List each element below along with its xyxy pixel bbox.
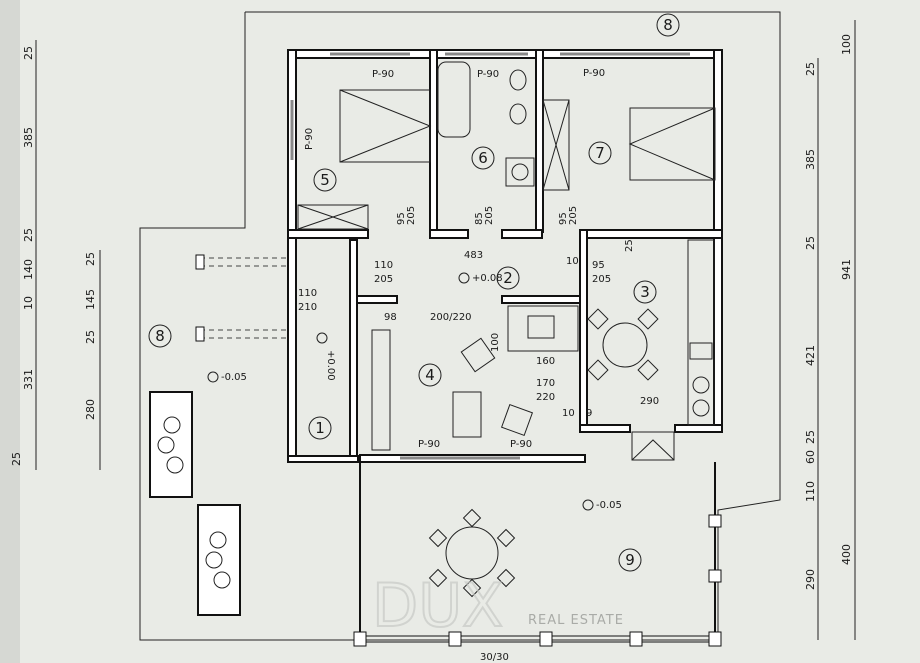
dimension-label: 421 bbox=[804, 345, 817, 366]
door-label: P-90 bbox=[477, 69, 499, 80]
door-labels: P-90 P-90 P-90 P-90 P-90 P-90 bbox=[304, 68, 605, 450]
bed-room-5 bbox=[339, 89, 432, 163]
dimension-label: 170 bbox=[536, 378, 555, 389]
door-label: P-90 bbox=[418, 439, 440, 450]
living-furniture bbox=[371, 329, 534, 451]
paper-shadow bbox=[0, 0, 20, 663]
dimension-label: 25 bbox=[804, 430, 817, 444]
terrace bbox=[353, 462, 722, 647]
dimension-label: 10 bbox=[566, 256, 579, 267]
door-label: P-90 bbox=[304, 128, 315, 150]
bathtub bbox=[437, 61, 471, 138]
dimension-label: 205 bbox=[374, 274, 393, 285]
dimension-label: 25 bbox=[804, 62, 817, 76]
room-1-label: 1 bbox=[315, 419, 325, 437]
dimension-label: 140 bbox=[22, 259, 35, 280]
dimension-label: 220 bbox=[536, 392, 555, 403]
dimension-label: 25 bbox=[84, 330, 97, 344]
watermark-logo: DUX bbox=[372, 571, 503, 641]
dimension-label: 95 bbox=[558, 212, 569, 225]
dimension-label: 210 bbox=[298, 302, 317, 313]
dimension-label: 145 bbox=[84, 289, 97, 310]
planter-1 bbox=[149, 391, 193, 498]
dimension-label: 25 bbox=[22, 228, 35, 242]
dimension-label: 160 bbox=[536, 356, 555, 367]
dimension-label: 205 bbox=[568, 206, 579, 225]
dimension-label: 98 bbox=[384, 312, 397, 323]
dimension-label: 400 bbox=[840, 544, 853, 565]
left-dimensions: 25 385 25 140 10 331 25 25 145 25 280 bbox=[10, 46, 97, 466]
toilet bbox=[509, 69, 527, 125]
dimension-label: 385 bbox=[804, 149, 817, 170]
dimension-label: 30/30 bbox=[480, 652, 509, 663]
dimension-label: 100 bbox=[490, 333, 501, 352]
dimension-label: 205 bbox=[592, 274, 611, 285]
dimension-label: 483 bbox=[464, 250, 483, 261]
room-8-label-top: 8 bbox=[663, 16, 673, 34]
planter-2 bbox=[197, 504, 241, 616]
room-7-label: 7 bbox=[595, 144, 605, 162]
right-dimensions: 25 385 25 421 25 60 110 290 100 941 400 bbox=[804, 34, 853, 590]
room-6-label: 6 bbox=[478, 149, 488, 167]
dimension-label: 385 bbox=[22, 127, 35, 148]
room-4-label: 4 bbox=[425, 366, 435, 384]
dimension-label: 110 bbox=[298, 288, 317, 299]
dimension-label: 200/220 bbox=[430, 312, 472, 323]
door-label: P-90 bbox=[583, 68, 605, 79]
dimension-label: 25 bbox=[22, 46, 35, 60]
dimension-label: 25 bbox=[84, 252, 97, 266]
dimension-label: 290 bbox=[640, 396, 659, 407]
pergola bbox=[195, 254, 290, 342]
dimension-label: 25 bbox=[804, 236, 817, 250]
dimension-label: 25 bbox=[10, 452, 23, 466]
dimension-label: 205 bbox=[406, 206, 417, 225]
room-labels: 1 2 3 4 5 6 7 8 8 9 bbox=[148, 13, 680, 572]
dimension-label: 85 bbox=[474, 212, 485, 225]
dimension-label: 280 bbox=[84, 399, 97, 420]
dimension-label: 205 bbox=[484, 206, 495, 225]
opening-dimensions: 95 205 85 205 95 205 483 110 205 110 210… bbox=[298, 206, 659, 663]
dimension-label: +0.08 bbox=[472, 273, 503, 284]
dimension-label: 331 bbox=[22, 369, 35, 390]
fireplace bbox=[507, 305, 579, 352]
door-label: P-90 bbox=[510, 439, 532, 450]
dimension-label: 100 bbox=[840, 34, 853, 55]
bed-room-7 bbox=[628, 107, 716, 181]
windows bbox=[290, 52, 690, 460]
wardrobe-room-7 bbox=[542, 99, 570, 191]
dimension-label: -0.05 bbox=[221, 372, 247, 383]
dimension-label: +0.00 bbox=[325, 350, 336, 381]
dimension-label: 290 bbox=[804, 569, 817, 590]
dimension-lines bbox=[35, 20, 856, 640]
wardrobe-room-5 bbox=[297, 204, 369, 230]
dimension-label: 110 bbox=[804, 481, 817, 502]
outdoor-dining-table bbox=[428, 508, 516, 598]
room-2-label: 2 bbox=[503, 269, 513, 287]
dimension-label: -0.05 bbox=[596, 500, 622, 511]
dimension-label: 95 bbox=[396, 212, 407, 225]
dimension-label: 9 bbox=[586, 408, 592, 419]
dimension-label: 941 bbox=[840, 259, 853, 280]
kitchen-counter bbox=[687, 239, 715, 426]
dimension-label: 10 bbox=[22, 296, 35, 310]
room-9-label: 9 bbox=[625, 551, 635, 569]
dimension-label: 25 bbox=[624, 239, 635, 252]
entrance-steps bbox=[631, 431, 675, 461]
sink bbox=[505, 157, 535, 187]
room-5-label: 5 bbox=[320, 171, 330, 189]
level-markers: +0.08 +0.00 -0.05 -0.05 bbox=[207, 272, 622, 511]
dimension-label: 110 bbox=[374, 260, 393, 271]
room-3-label: 3 bbox=[640, 283, 650, 301]
dimension-label: 10 bbox=[562, 408, 575, 419]
watermark-text: REAL ESTATE bbox=[528, 613, 624, 628]
room-8-label-left: 8 bbox=[155, 327, 165, 345]
dimension-label: 60 bbox=[804, 450, 817, 464]
dimension-label: 95 bbox=[592, 260, 605, 271]
door-label: P-90 bbox=[372, 69, 394, 80]
dining-table bbox=[587, 308, 659, 381]
